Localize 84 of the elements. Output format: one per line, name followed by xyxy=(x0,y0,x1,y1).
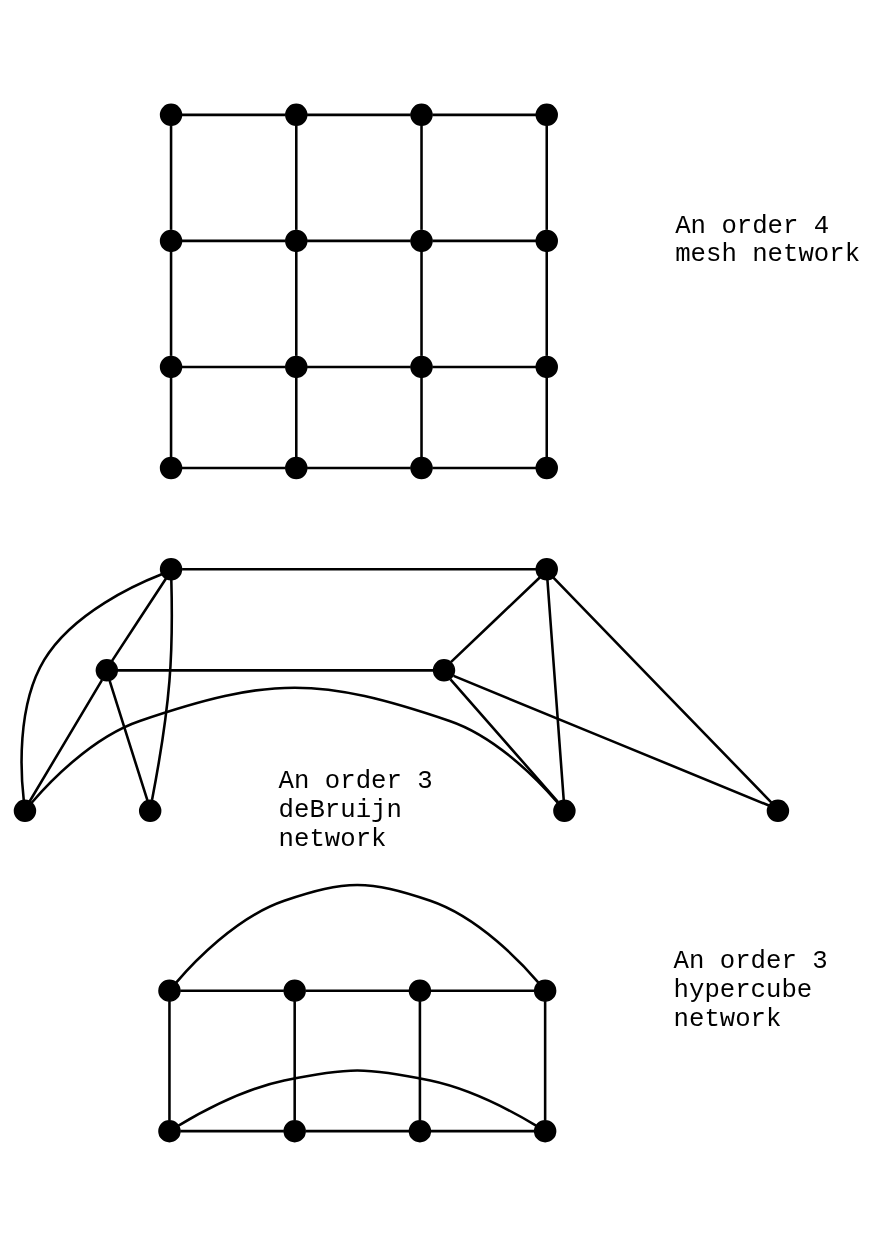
connector xyxy=(453,674,770,807)
node-circle xyxy=(410,103,433,127)
node-circle xyxy=(13,799,37,823)
node-circle xyxy=(410,456,433,480)
connector xyxy=(177,1069,537,1127)
node-circle xyxy=(159,229,183,253)
connector xyxy=(181,113,286,117)
node-circle xyxy=(138,799,162,823)
connector xyxy=(449,678,559,803)
node-circle xyxy=(285,103,308,127)
connector xyxy=(450,576,541,664)
connector xyxy=(305,989,410,992)
connector xyxy=(180,989,284,992)
node-circle xyxy=(159,355,183,379)
node-circle xyxy=(283,979,306,1002)
connector xyxy=(117,669,434,672)
node-circle xyxy=(159,557,183,581)
node-circle xyxy=(535,456,558,480)
connector xyxy=(20,573,163,801)
node-circle xyxy=(285,456,308,480)
connector xyxy=(305,1129,410,1133)
label: An order 3 hypercube network xyxy=(673,946,828,1034)
node-circle xyxy=(158,979,181,1002)
connector xyxy=(307,113,411,117)
label: An order 3 deBruijn network xyxy=(278,767,433,854)
node-circle xyxy=(766,799,790,823)
connector xyxy=(169,125,173,230)
connector xyxy=(150,579,174,801)
connector xyxy=(182,567,537,571)
connector xyxy=(108,680,149,802)
connector xyxy=(169,377,173,458)
connector xyxy=(110,577,168,662)
connector xyxy=(545,251,549,356)
node-circle xyxy=(158,1119,181,1143)
node-circle xyxy=(159,456,183,480)
connector xyxy=(432,239,536,243)
node-circle xyxy=(410,229,433,253)
connector xyxy=(175,883,540,984)
node-circle xyxy=(408,1119,432,1143)
connector xyxy=(295,125,298,230)
connector xyxy=(181,466,286,470)
node-circle xyxy=(535,229,558,253)
node-circle xyxy=(408,979,432,1002)
node-circle xyxy=(283,1119,306,1143)
connector xyxy=(420,251,423,356)
connector xyxy=(543,1001,547,1121)
label: An order 4 mesh network xyxy=(675,211,861,270)
connector xyxy=(307,466,411,470)
node-circle xyxy=(285,355,308,379)
connector xyxy=(432,365,536,369)
connector xyxy=(168,1001,171,1121)
node-circle xyxy=(410,355,433,379)
connector xyxy=(30,686,559,804)
connector xyxy=(307,239,411,243)
connector xyxy=(432,113,536,117)
node-circle xyxy=(533,979,557,1002)
node-circle xyxy=(285,229,308,253)
connector xyxy=(432,466,536,470)
connector xyxy=(420,377,423,458)
node-circle xyxy=(535,355,558,379)
node-circle xyxy=(432,659,456,682)
connector xyxy=(430,989,535,992)
node-circle xyxy=(535,103,558,127)
connector xyxy=(307,365,411,369)
connector xyxy=(545,125,549,230)
connector xyxy=(420,125,423,230)
node-circle xyxy=(553,799,576,823)
connector xyxy=(28,679,104,802)
connector xyxy=(295,377,298,458)
connector xyxy=(295,251,298,356)
connector xyxy=(180,1129,284,1133)
connector xyxy=(552,576,773,804)
connector xyxy=(181,239,286,243)
connector xyxy=(430,1129,535,1133)
connector xyxy=(546,579,565,801)
connector xyxy=(169,251,173,356)
node-circle xyxy=(533,1119,557,1143)
connector xyxy=(545,377,549,458)
connector xyxy=(181,365,286,369)
node-circle xyxy=(535,557,558,581)
connector xyxy=(418,1001,422,1121)
node-circle xyxy=(95,659,119,682)
node-circle xyxy=(159,103,183,127)
connector xyxy=(293,1001,296,1121)
